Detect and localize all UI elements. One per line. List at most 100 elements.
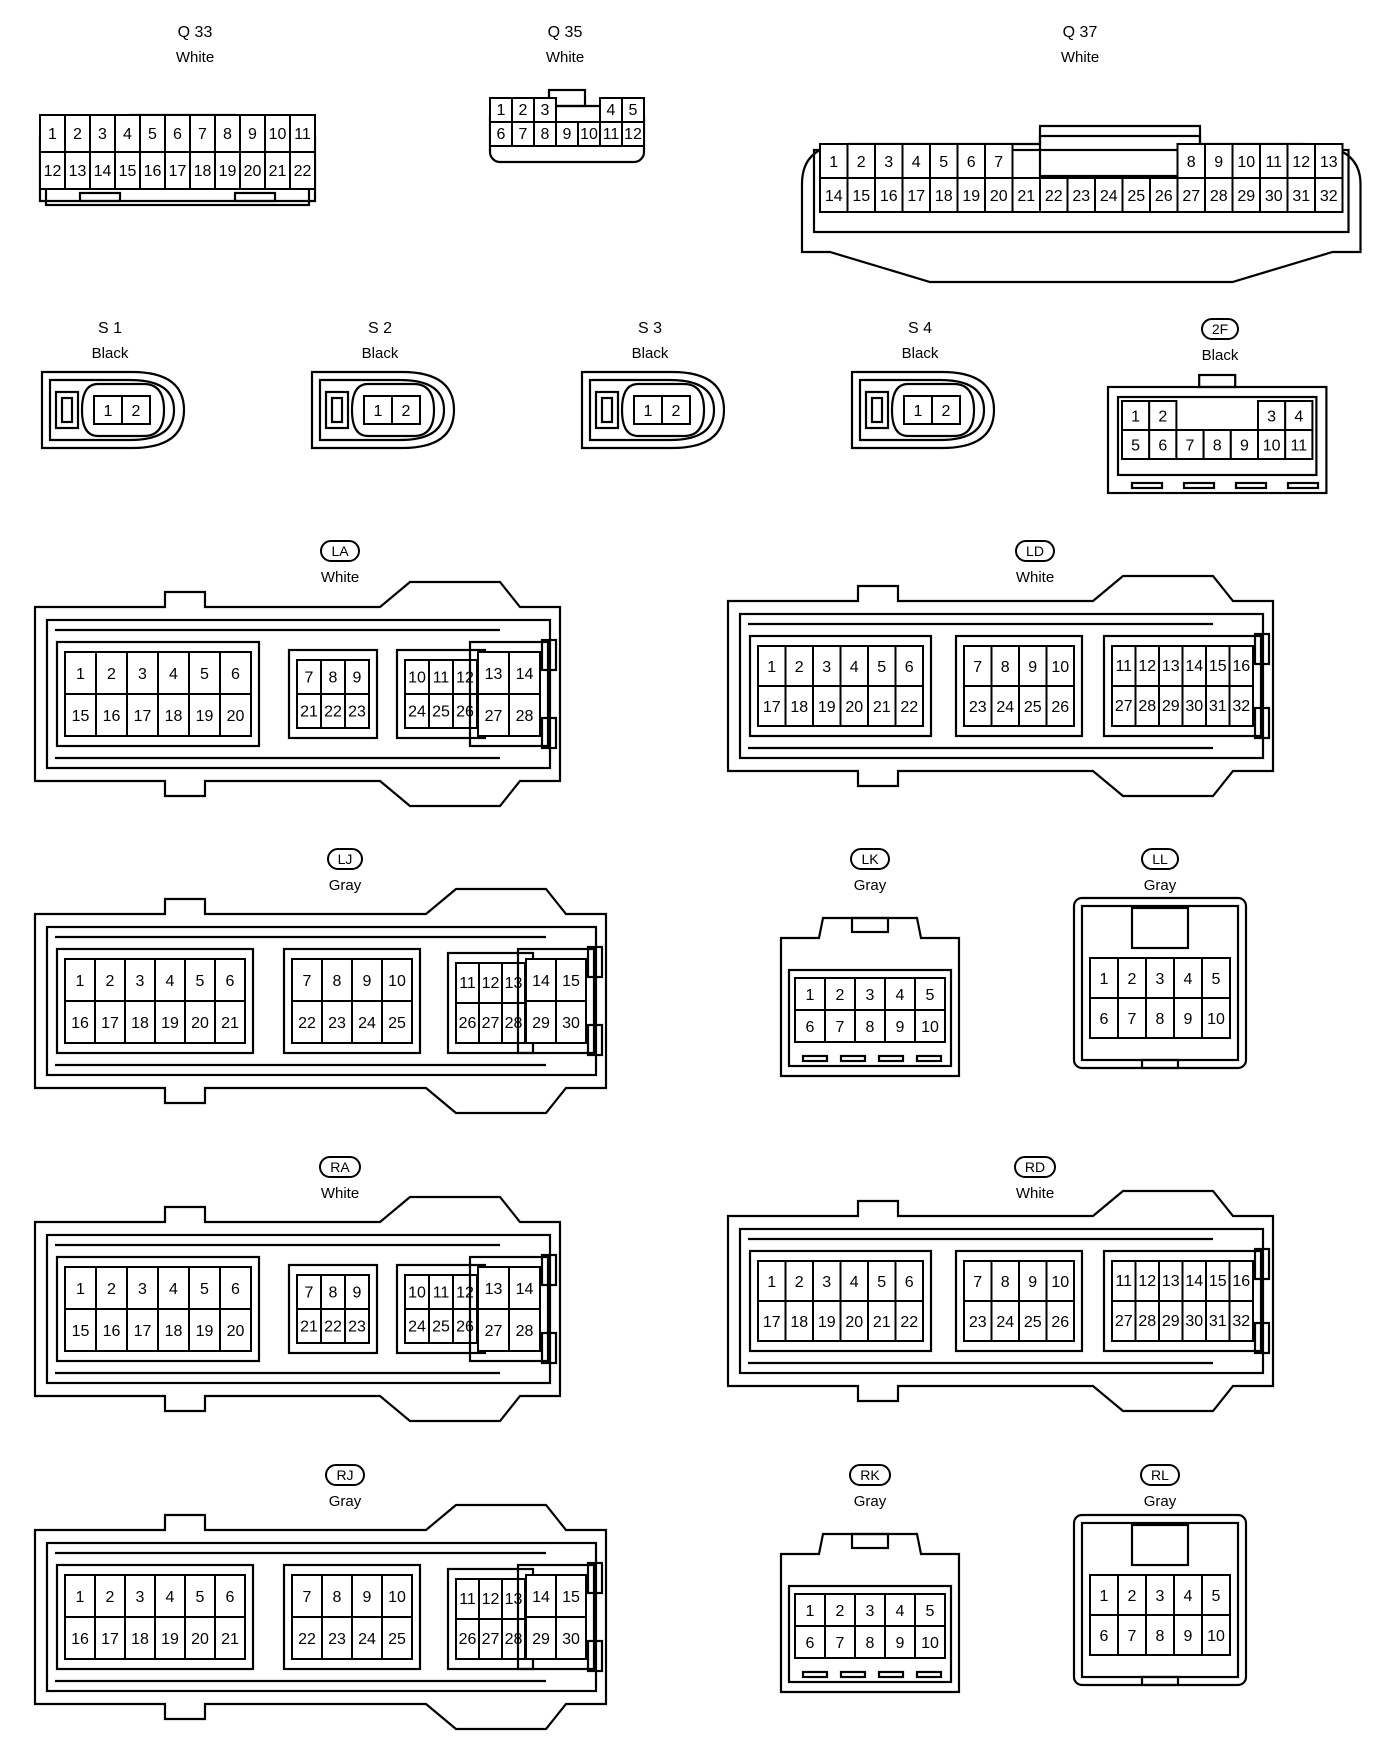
connector-q33-pin-label: 9 — [248, 126, 257, 143]
connector-q35-pin-label: 2 — [519, 102, 528, 119]
connector-2f-pin-cell — [1257, 429, 1287, 460]
connector-2f-pin-cell — [1148, 429, 1178, 460]
connector-q33-pin-cell — [39, 114, 66, 153]
connector-ld-group0-pin-label: 17 — [763, 699, 781, 716]
connector-s3-pin-label: 2 — [672, 403, 681, 420]
connector-ld-group0-pin-label: 4 — [850, 659, 859, 676]
connector-ld-group0-pin-label: 22 — [900, 699, 918, 716]
connector-ld-group0-pin-label: 18 — [790, 699, 808, 716]
connector-rd-group0-pin-label: 1 — [767, 1274, 776, 1291]
connector-q33-pin-label: 4 — [123, 126, 132, 143]
connector-ld-group2-pin-label: 31 — [1209, 698, 1227, 715]
connector-rd-group2-pin-label: 31 — [1209, 1313, 1227, 1330]
connector-lj-group1-pin-label: 24 — [358, 1015, 376, 1032]
connector-lk-pin-label: 1 — [806, 987, 815, 1004]
connector-ld-group1-pin-label: 9 — [1028, 659, 1037, 676]
connector-la-group3-pin-cell — [477, 693, 510, 737]
connector-lk-pin-label: 4 — [896, 987, 905, 1004]
connector-ra-group3-pin-cell — [477, 1308, 510, 1352]
connector-rj-group0-pin-cell — [184, 1616, 216, 1660]
connector-rd-group1-pin-label: 10 — [1051, 1274, 1069, 1291]
connector-lj-group0-pin-cell — [64, 958, 96, 1002]
connector-la-group2-pin-label: 26 — [456, 703, 474, 720]
connector-code: LD — [1015, 540, 1055, 562]
connector-ra-group1-pin-label: 23 — [348, 1318, 366, 1335]
connector-color: White — [1015, 569, 1055, 586]
connector-2f-pin-cell — [1257, 400, 1287, 431]
connector-la-group0-pin-label: 6 — [231, 666, 240, 683]
connector-color: Gray — [1143, 1493, 1177, 1510]
connector-rj-group1-pin-cell — [321, 1616, 353, 1660]
connector-lj-group1-pin-label: 23 — [328, 1015, 346, 1032]
connector-rj-group0-pin-label: 17 — [101, 1631, 119, 1648]
connector-color: Gray — [853, 877, 887, 894]
connector-la-group3-pin-cell — [508, 651, 541, 695]
connector-q33-pin-label: 1 — [48, 126, 57, 143]
connector-ra-group0-pin-label: 2 — [107, 1281, 116, 1298]
connector-lj-group0-pin-label: 21 — [221, 1015, 239, 1032]
connector-rl-pin-cell — [1201, 1614, 1231, 1656]
connector-q35-pin-label: 10 — [580, 126, 598, 143]
connector-rj-group0-pin-label: 1 — [76, 1589, 85, 1606]
connector-q33-pin-cell — [239, 151, 266, 190]
connector-q37-pin-label: 30 — [1265, 188, 1283, 205]
connector-rd-group0-pin-label: 22 — [900, 1314, 918, 1331]
connector-rd-group2-pin-cell — [1228, 1300, 1254, 1342]
connector-lk-pin-cell — [824, 1009, 856, 1043]
connector-rj-group0-pin-cell — [64, 1574, 96, 1618]
connector-lk-pin-label: 9 — [896, 1019, 905, 1036]
connector-q37-pin-label: 31 — [1292, 188, 1310, 205]
connector-rj-group3-pin-cell — [525, 1616, 557, 1660]
connector-rj-group0-pin-cell — [124, 1616, 156, 1660]
connector-la-group2-pin-cell — [428, 693, 454, 729]
connector-rd-group2-pin-label: 16 — [1232, 1273, 1250, 1290]
connector-q37-pin-label: 29 — [1237, 188, 1255, 205]
connector-lj-group3-pin-label: 29 — [532, 1015, 550, 1032]
connector-code: RJ — [325, 1464, 365, 1486]
connector-rl-pin-label: 7 — [1128, 1628, 1137, 1645]
connector-rj-group0-pin-label: 2 — [106, 1589, 115, 1606]
connector-rj-group1-pin-cell — [381, 1616, 413, 1660]
connector-rd-group1-pin-cell — [1045, 1260, 1075, 1302]
connector-code: RA — [319, 1156, 361, 1178]
connector-q37-pin-cell — [1149, 177, 1179, 213]
connector-rk-pin-label: 4 — [896, 1603, 905, 1620]
connector-la-group3-pin-label: 27 — [485, 708, 503, 725]
connector-code: 2F — [1200, 318, 1240, 340]
connector-q37-pin-label: 5 — [939, 154, 948, 171]
connector-color: White — [1060, 49, 1100, 66]
connector-rd-group0-pin-cell — [839, 1260, 869, 1302]
connector-s1-pin-label: 1 — [104, 403, 113, 420]
connector-la-group0-pin-cell — [95, 693, 128, 737]
connector-rl-pin-label: 8 — [1156, 1628, 1165, 1645]
connector-ra-group0-pin-label: 15 — [72, 1323, 90, 1340]
connector-q37-pin-label: 22 — [1045, 188, 1063, 205]
connector-rl-pin-label: 10 — [1207, 1628, 1225, 1645]
connector-q33-pin-cell — [289, 151, 316, 190]
connector-q37-pin-cell — [1011, 177, 1041, 213]
connector-q37-pin-label: 21 — [1017, 188, 1035, 205]
connector-rj-group1-pin-label: 8 — [333, 1589, 342, 1606]
connector-2f-pin-label: 5 — [1131, 437, 1140, 454]
connector-q37-pin-label: 25 — [1127, 188, 1145, 205]
connector-rj-group3-pin-label: 14 — [532, 1589, 550, 1606]
connector-q35-pin-label: 12 — [624, 126, 642, 143]
connector-rk-pin-label: 2 — [836, 1603, 845, 1620]
connector-q37-pin-cell — [874, 177, 904, 213]
connector-q35-pin-label: 7 — [519, 126, 528, 143]
connector-ra-group2-pin-label: 26 — [456, 1318, 474, 1335]
connector-rj-group0-pin-label: 21 — [221, 1631, 239, 1648]
connector-lj-group0-pin-label: 6 — [226, 973, 235, 990]
connector-q37-pin-label: 9 — [1214, 154, 1223, 171]
